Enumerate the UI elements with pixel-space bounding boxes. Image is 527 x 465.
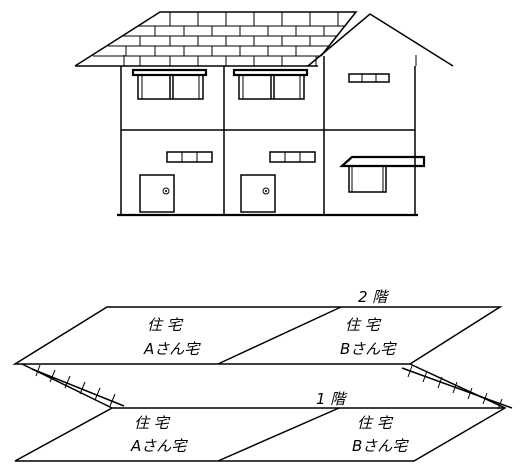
awning-window xyxy=(339,155,426,193)
unit-lower-a-name: Aさん宅 xyxy=(130,437,188,455)
roof-tiles xyxy=(93,12,345,66)
upper-floor-plate xyxy=(12,306,503,365)
lower-floor-plate xyxy=(14,363,507,462)
upper-window-b xyxy=(232,68,309,100)
unit-lower-a-type: 住 宅 xyxy=(134,414,171,432)
unit-upper-a-name: Aさん宅 xyxy=(143,340,201,358)
house-illustration xyxy=(74,11,454,217)
floor-label-1f: 1 階 xyxy=(316,390,347,408)
lower-window-a xyxy=(166,151,213,163)
lower-window-b xyxy=(269,151,316,163)
roof xyxy=(74,11,454,67)
floor-diagram: 2 階 1 階 住 宅 Aさん宅 住 宅 Bさん宅 住 宅 Aさん宅 住 宅 B… xyxy=(12,288,513,462)
floor-label-2f: 2 階 xyxy=(358,288,389,306)
unit-upper-b-type: 住 宅 xyxy=(345,316,382,334)
house-walls xyxy=(117,56,418,217)
unit-lower-b-name: Bさん宅 xyxy=(352,437,409,455)
door-a xyxy=(139,174,175,213)
unit-upper-b-name: Bさん宅 xyxy=(340,340,397,358)
gable-window xyxy=(348,73,390,83)
unit-lower-b-type: 住 宅 xyxy=(357,414,394,432)
right-connector xyxy=(401,365,513,410)
unit-upper-a-type: 住 宅 xyxy=(147,316,184,334)
left-connector xyxy=(31,364,125,407)
door-b xyxy=(240,174,276,213)
upper-window-a xyxy=(131,68,208,100)
